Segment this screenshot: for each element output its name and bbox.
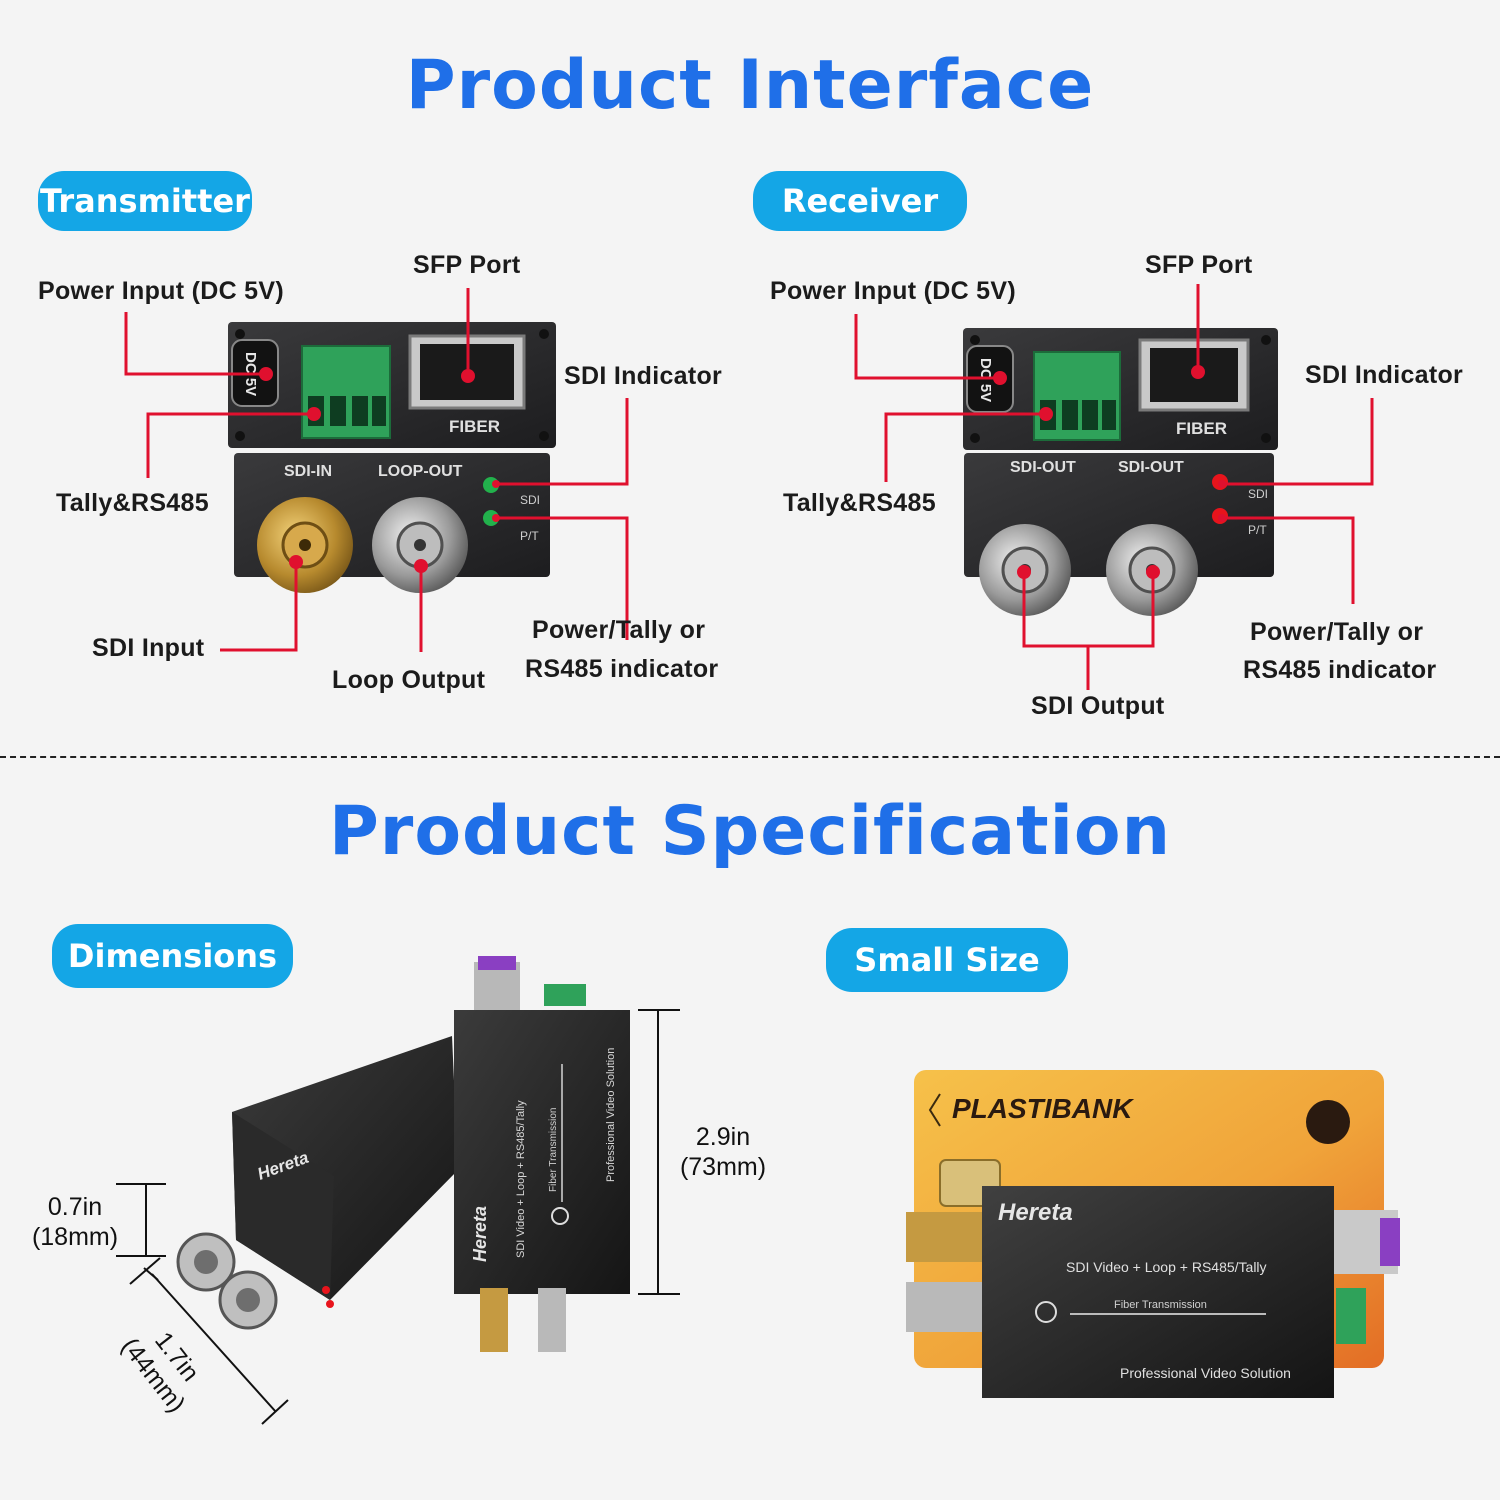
transmitter-badge: Transmitter (38, 171, 252, 231)
height-in: 0.7in (47, 1193, 103, 1221)
card-bank-name: PLASTIBANK (952, 1093, 1134, 1124)
tx-port2-label: LOOP-OUT (378, 463, 463, 480)
tx-led2-label: P/T (520, 529, 539, 543)
receiver-top-panel (963, 328, 1278, 450)
rx-pt-indicator-line2: RS485 indicator (1243, 656, 1437, 684)
tx-port1-label: SDI-IN (284, 463, 332, 480)
receiver-badge: Receiver (753, 171, 967, 231)
standing-line1: SDI Video + Loop + RS485/Tally (515, 1100, 527, 1258)
small-bnc-silver (906, 1282, 990, 1332)
tx-sdi-input-label: SDI Input (92, 634, 205, 662)
pt-led-green (483, 510, 499, 526)
dimensions-badge: Dimensions (52, 924, 293, 988)
tx-pt-indicator-line2: RS485 indicator (525, 655, 719, 683)
tx-sfp-port-label: SFP Port (413, 251, 521, 279)
transmitter-bottom-panel (234, 453, 550, 593)
sfp-module-purple (478, 956, 516, 970)
rx-led2-label: P/T (1248, 523, 1267, 537)
standing-brand: Hereta (470, 1206, 490, 1262)
standing-line2: Fiber Transmission (548, 1108, 559, 1192)
receiver-callout-lines (854, 284, 1374, 690)
product-specification-title: Product Specification (328, 792, 1172, 871)
standing-bnc-silver (538, 1288, 566, 1352)
receiver-bottom-panel (964, 453, 1274, 616)
section-divider (0, 756, 1500, 758)
transmitter-top-panel (228, 322, 556, 448)
small-size-badge: Small Size (826, 928, 1068, 992)
rx-tally-rs485-label: Tally&RS485 (783, 489, 936, 517)
tx-fiber-label: FIBER (449, 417, 500, 436)
small-device-line1: SDI Video + Loop + RS485/Tally (1066, 1259, 1267, 1275)
standing-device-body (454, 1010, 630, 1294)
rx-led1-label: SDI (1248, 487, 1268, 501)
standing-line3: Professional Video Solution (605, 1048, 617, 1182)
tx-pt-indicator-line1: Power/Tally or (532, 616, 706, 644)
dimensions-illustration: Hereta SDI Video + Loop + RS485/Tally Fi… (116, 956, 680, 1425)
height-mm: (18mm) (31, 1223, 119, 1251)
rx-sfp-port-label: SFP Port (1145, 251, 1253, 279)
tx-tally-rs485-label: Tally&RS485 (56, 489, 209, 517)
tx-sdi-indicator-label: SDI Indicator (564, 362, 723, 390)
rx-fiber-label: FIBER (1176, 419, 1227, 438)
dimension-lines (116, 1009, 680, 1425)
rx-sdi-output-label: SDI Output (1031, 692, 1165, 720)
tx-loop-output-label: Loop Output (332, 666, 486, 694)
transmitter-callout-lines (124, 288, 629, 652)
length-dimension: 2.9in (73mm) (668, 1122, 778, 1182)
standing-bnc-gold (480, 1288, 508, 1352)
product-interface-title: Product Interface (405, 46, 1095, 125)
small-device-brand: Hereta (998, 1199, 1073, 1226)
small-bnc-gold (906, 1212, 990, 1262)
rx-power-input-label: Power Input (DC 5V) (770, 277, 1016, 305)
rx-pt-indicator-line1: Power/Tally or (1250, 618, 1424, 646)
length-in: 2.9in (695, 1123, 751, 1151)
height-dimension: 0.7in (18mm) (20, 1192, 130, 1252)
interface-diagram: DC 5V FIBER SDI-IN LOOP-OUT SDI P/T DC 5… (124, 284, 1374, 690)
small-device-line3: Professional Video Solution (1120, 1365, 1291, 1381)
rx-dc-label: DC 5V (977, 358, 994, 402)
small-device-body (982, 1186, 1334, 1398)
tx-led1-label: SDI (520, 493, 540, 507)
small-size-illustration: PLASTIBANK Hereta SDI Video + Loop + RS4… (906, 1070, 1400, 1398)
rx-sdi-indicator-label: SDI Indicator (1305, 361, 1464, 389)
rx-port1-label: SDI-OUT (1010, 459, 1076, 476)
tx-power-input-label: Power Input (DC 5V) (38, 277, 284, 305)
small-device-line2: Fiber Transmission (1114, 1299, 1207, 1311)
length-mm: (73mm) (679, 1153, 767, 1181)
rx-port2-label: SDI-OUT (1118, 459, 1184, 476)
card-logo (1306, 1100, 1350, 1144)
